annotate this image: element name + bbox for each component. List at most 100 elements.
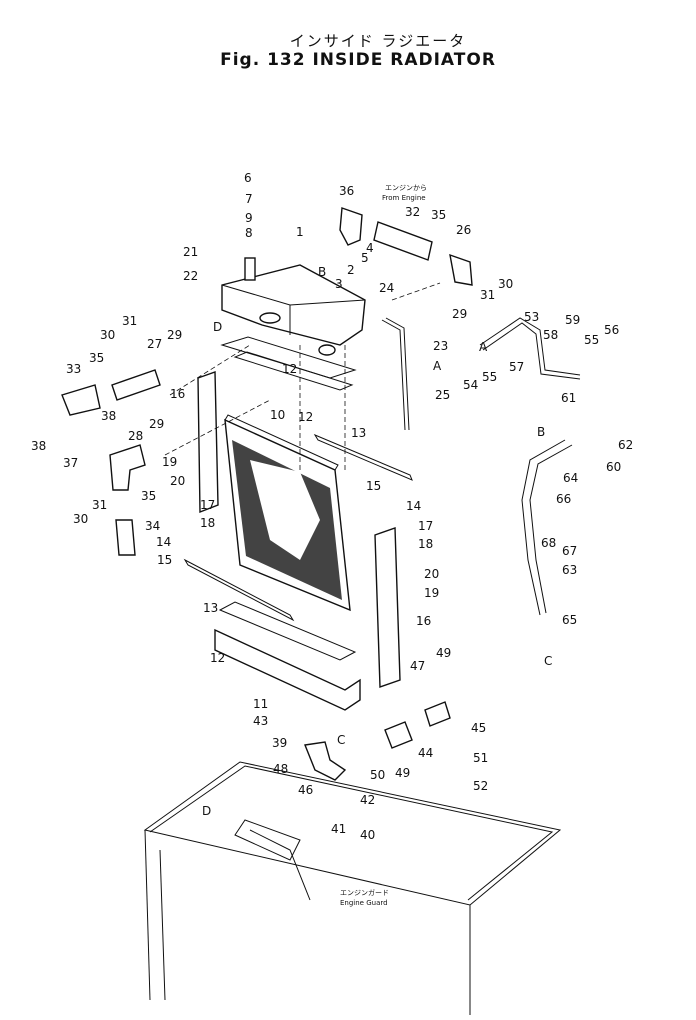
part-number-label: 49 [395, 766, 410, 780]
part-number-label: 41 [331, 822, 346, 836]
part-number-label: 26 [456, 223, 471, 237]
left-side-plate [197, 371, 219, 514]
engine-guard-jp: エンジンガード [340, 888, 389, 897]
outlet-elbow [304, 741, 347, 781]
part-number-label: 30 [100, 328, 115, 342]
part-number-label: 37 [63, 456, 78, 470]
engine-guard [143, 761, 562, 1015]
connection-letter-label: B [318, 265, 326, 279]
part-number-label: 58 [543, 328, 558, 342]
lower-tank [214, 628, 361, 711]
part-number-label: 38 [31, 439, 46, 453]
part-number-label: 24 [379, 281, 394, 295]
part-number-label: 29 [149, 417, 164, 431]
part-number-label: 22 [183, 269, 198, 283]
part-number-label: 43 [253, 714, 268, 728]
part-number-label: 20 [170, 474, 185, 488]
part-number-label: 31 [480, 288, 495, 302]
part-number-label: 33 [66, 362, 81, 376]
part-number-label: 29 [452, 307, 467, 321]
part-number-label: 7 [245, 192, 253, 206]
part-number-label: 48 [273, 762, 288, 776]
part-number-label: 35 [141, 489, 156, 503]
part-number-label: 55 [482, 370, 497, 384]
part-number-label: 32 [405, 205, 420, 219]
title-japanese: インサイド ラジエータ [289, 32, 467, 50]
connection-letter-label: C [544, 654, 552, 668]
part-number-label: 13 [203, 601, 218, 615]
part-number-label: 35 [431, 208, 446, 222]
part-number-label: 12 [210, 651, 225, 665]
part-number-label: 31 [122, 314, 137, 328]
part-number-label: 44 [418, 746, 433, 760]
part-number-label: 65 [562, 613, 577, 627]
upper-hose [373, 221, 433, 261]
part-number-label: 45 [471, 721, 486, 735]
part-number-label: 67 [562, 544, 577, 558]
part-number-label: 34 [145, 519, 160, 533]
part-number-label: 30 [498, 277, 513, 291]
part-number-label: 2 [347, 263, 355, 277]
part-number-label: 35 [89, 351, 104, 365]
part-number-label: 4 [366, 241, 374, 255]
part-number-label: 15 [157, 553, 172, 567]
connection-letter-label: A [433, 359, 442, 373]
part-number-label: 68 [541, 536, 556, 550]
connection-letter-label: A [479, 340, 488, 354]
part-number-label: 21 [183, 245, 198, 259]
part-number-label: 51 [473, 751, 488, 765]
part-number-label: 36 [339, 184, 354, 198]
part-number-label: 40 [360, 828, 375, 842]
connection-letter-label: D [202, 804, 211, 818]
part-number-label: 19 [162, 455, 177, 469]
part-number-label: 60 [606, 460, 621, 474]
part-number-label: 17 [418, 519, 433, 533]
figure-title: Fig. 132 INSIDE RADIATOR [220, 50, 496, 70]
part-number-label: 50 [370, 768, 385, 782]
part-number-label: 53 [524, 310, 539, 324]
part-number-label: 52 [473, 779, 488, 793]
part-number-label: 38 [101, 409, 116, 423]
right-side-plate [374, 527, 401, 688]
engine-guard-en: Engine Guard [340, 899, 388, 907]
from-engine-en: From Engine [382, 194, 426, 202]
part-number-label: 30 [73, 512, 88, 526]
part-number-label: 3 [335, 277, 343, 291]
part-number-label: 16 [416, 614, 431, 628]
part-number-label: 54 [463, 378, 478, 392]
part-number-label: 10 [270, 408, 285, 422]
part-number-label: 14 [156, 535, 171, 549]
radiator-core [224, 414, 351, 612]
part-number-label: 18 [418, 537, 433, 551]
part-number-label: 64 [563, 471, 578, 485]
part-number-label: 29 [167, 328, 182, 342]
part-number-label: 14 [406, 499, 421, 513]
part-number-label: 8 [245, 226, 253, 240]
part-number-label: 16 [170, 387, 185, 401]
part-number-label: 6 [244, 171, 252, 185]
part-number-label: 61 [561, 391, 576, 405]
part-number-label: 19 [424, 586, 439, 600]
part-number-label: 49 [436, 646, 451, 660]
part-number-label: 57 [509, 360, 524, 374]
part-number-label: 12 [282, 362, 297, 376]
upper-tank [221, 257, 366, 356]
part-number-label: 59 [565, 313, 580, 327]
part-number-label: 9 [245, 211, 253, 225]
overflow-pipe [381, 319, 406, 431]
part-number-label: 46 [298, 783, 313, 797]
part-number-label: 47 [410, 659, 425, 673]
connection-letter-label: D [213, 320, 222, 334]
part-number-label: 5 [361, 251, 369, 265]
part-number-label: 11 [253, 697, 268, 711]
part-number-label: 13 [351, 426, 366, 440]
part-number-label: 28 [128, 429, 143, 443]
from-engine-jp: エンジンから [385, 184, 427, 192]
connection-letter-label: B [537, 425, 545, 439]
part-number-label: 1 [296, 225, 304, 239]
part-number-label: 12 [298, 410, 313, 424]
part-number-label: 18 [200, 516, 215, 530]
part-number-label: 63 [562, 563, 577, 577]
part-number-label: 66 [556, 492, 571, 506]
